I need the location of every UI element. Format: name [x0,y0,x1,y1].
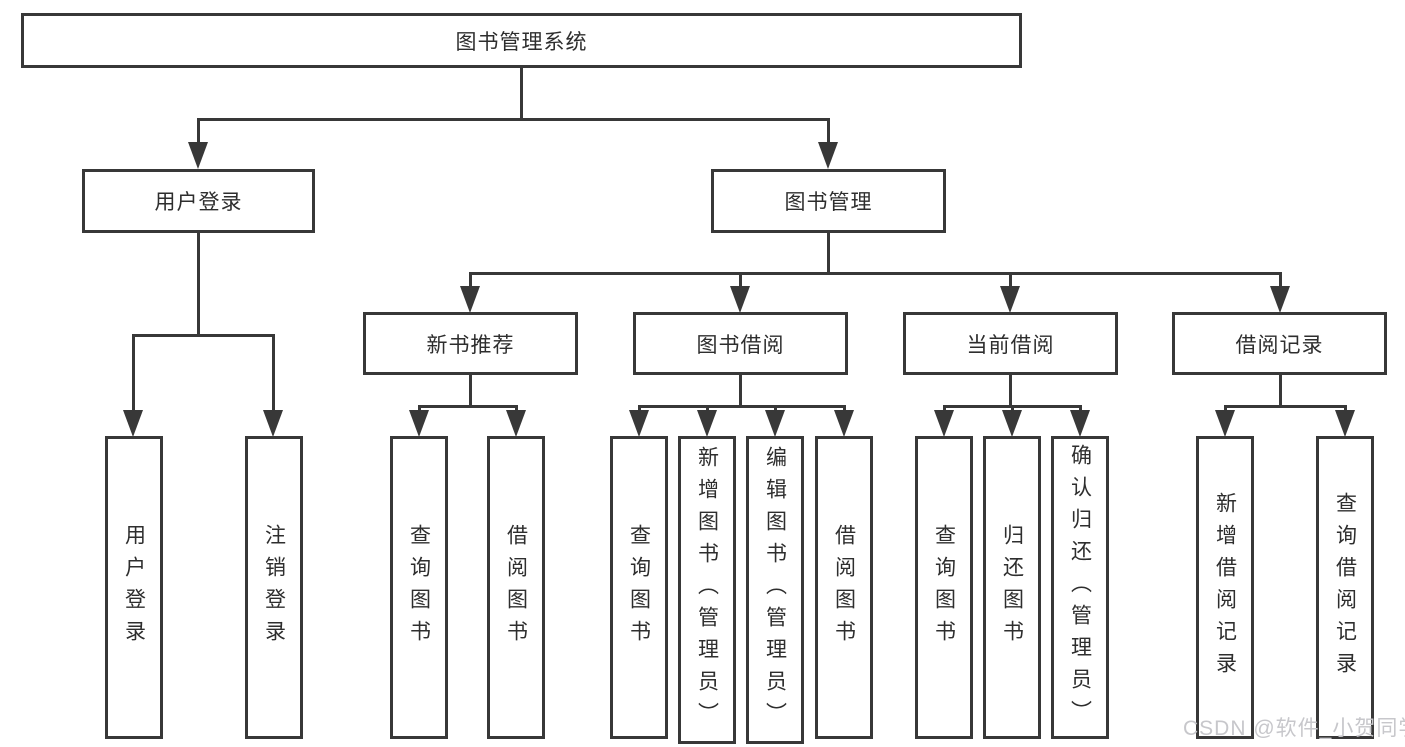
leaf-return-book-label: 归还图书 [1000,523,1024,652]
connector-leaf-logout [272,334,275,411]
node-borrow-records: 借阅记录 [1172,312,1387,375]
arrowhead-icon [506,410,526,437]
node-book-borrow: 图书借阅 [633,312,848,375]
arrowhead-icon [1335,410,1355,437]
connector-g1-c1 [418,405,421,411]
arrowhead-icon [1070,410,1090,437]
leaf-add-borrow-record-label: 新增借阅记录 [1213,491,1237,684]
leaf-edit-book-admin: 编辑图书（管理员） [746,436,804,744]
connector-new-book-recommend [469,272,472,287]
leaf-query-books-2-label: 查询图书 [627,523,651,652]
leaf-query-borrow-record-label: 查询借阅记录 [1333,491,1357,684]
connector-user-login [197,118,200,143]
node-book-borrow-label: 图书借阅 [696,333,785,357]
node-book-management-label: 图书管理 [784,191,873,214]
connector-g1-rail [418,405,518,408]
leaf-add-book-admin: 新增图书（管理员） [678,436,736,744]
connector-level1-rail [197,118,830,121]
arrowhead-icon [1000,286,1020,313]
arrowhead-icon [730,286,750,313]
leaf-user-login-label: 用户登录 [122,523,146,652]
connector-level2-rail [469,272,1282,275]
leaf-borrow-books-1: 借阅图书 [487,436,545,739]
arrowhead-icon [409,410,429,437]
connector-g2-stub [739,375,742,405]
node-borrow-records-label: 借阅记录 [1235,333,1324,357]
node-current-borrow-label: 当前借阅 [966,333,1055,357]
leaf-query-books-1: 查询图书 [390,436,448,739]
arrowhead-icon [1215,410,1235,437]
arrowhead-icon [263,410,283,437]
leaf-logout: 注销登录 [245,436,303,739]
connector-g4-c2 [1344,405,1347,411]
leaf-borrow-books-2: 借阅图书 [815,436,873,739]
arrowhead-icon [629,410,649,437]
node-user-login: 用户登录 [82,169,315,233]
node-root: 图书管理系统 [21,13,1022,68]
arrowhead-icon [818,142,838,169]
node-new-book-recommend: 新书推荐 [363,312,578,375]
connector-g1-stub [469,375,472,405]
connector-g3-c2 [1011,405,1014,411]
node-book-management: 图书管理 [711,169,946,233]
leaf-add-borrow-record: 新增借阅记录 [1196,436,1254,739]
arrowhead-icon [1270,286,1290,313]
leaf-add-book-admin-label: 新增图书（管理员） [695,446,719,734]
arrowhead-icon [188,142,208,169]
leaf-query-borrow-record: 查询借阅记录 [1316,436,1374,739]
watermark: CSDN @软件_小贺同学 [1183,717,1405,740]
connector-user-login-stub [197,233,200,334]
connector-g2-c3 [774,405,777,411]
connector-borrow-records [1279,272,1282,287]
connector-book-borrow [739,272,742,287]
connector-g2-c2 [706,405,709,411]
leaf-query-books-3-label: 查询图书 [932,523,956,652]
connector-g2-rail [638,405,846,408]
connector-g1-c2 [515,405,518,411]
connector-book-management [827,118,830,143]
connector-leaf-user-login [132,334,135,411]
leaf-logout-label: 注销登录 [262,523,286,652]
node-current-borrow: 当前借阅 [903,312,1118,375]
connector-g4-c1 [1224,405,1227,411]
leaf-borrow-books-1-label: 借阅图书 [504,523,528,652]
arrowhead-icon [934,410,954,437]
leaf-user-login: 用户登录 [105,436,163,739]
connector-book-management-stub [827,233,830,272]
connector-root-stub [520,68,523,118]
arrowhead-icon [834,410,854,437]
leaf-query-books-2: 查询图书 [610,436,668,739]
connector-current-borrow [1009,272,1012,287]
connector-g4-rail [1224,405,1347,408]
leaf-query-books-3: 查询图书 [915,436,973,739]
connector-g4-stub [1279,375,1282,405]
leaf-confirm-return-admin: 确认归还（管理员） [1051,436,1109,739]
node-root-label: 图书管理系统 [455,30,588,54]
node-new-book-recommend-label: 新书推荐 [426,333,515,357]
connector-g3-stub [1009,375,1012,405]
arrowhead-icon [697,410,717,437]
arrowhead-icon [460,286,480,313]
leaf-return-book: 归还图书 [983,436,1041,739]
leaf-edit-book-admin-label: 编辑图书（管理员） [763,446,787,734]
connector-g3-c3 [1079,405,1082,411]
connector-g3-c1 [943,405,946,411]
leaf-confirm-return-admin-label: 确认归还（管理员） [1068,443,1092,732]
arrowhead-icon [1002,410,1022,437]
arrowhead-icon [123,410,143,437]
connector-g2-c4 [843,405,846,411]
leaf-borrow-books-2-label: 借阅图书 [832,523,856,652]
connector-user-login-rail [132,334,275,337]
node-user-login-label: 用户登录 [154,191,243,214]
connector-g2-c1 [638,405,641,411]
leaf-query-books-1-label: 查询图书 [407,523,431,652]
arrowhead-icon [765,410,785,437]
